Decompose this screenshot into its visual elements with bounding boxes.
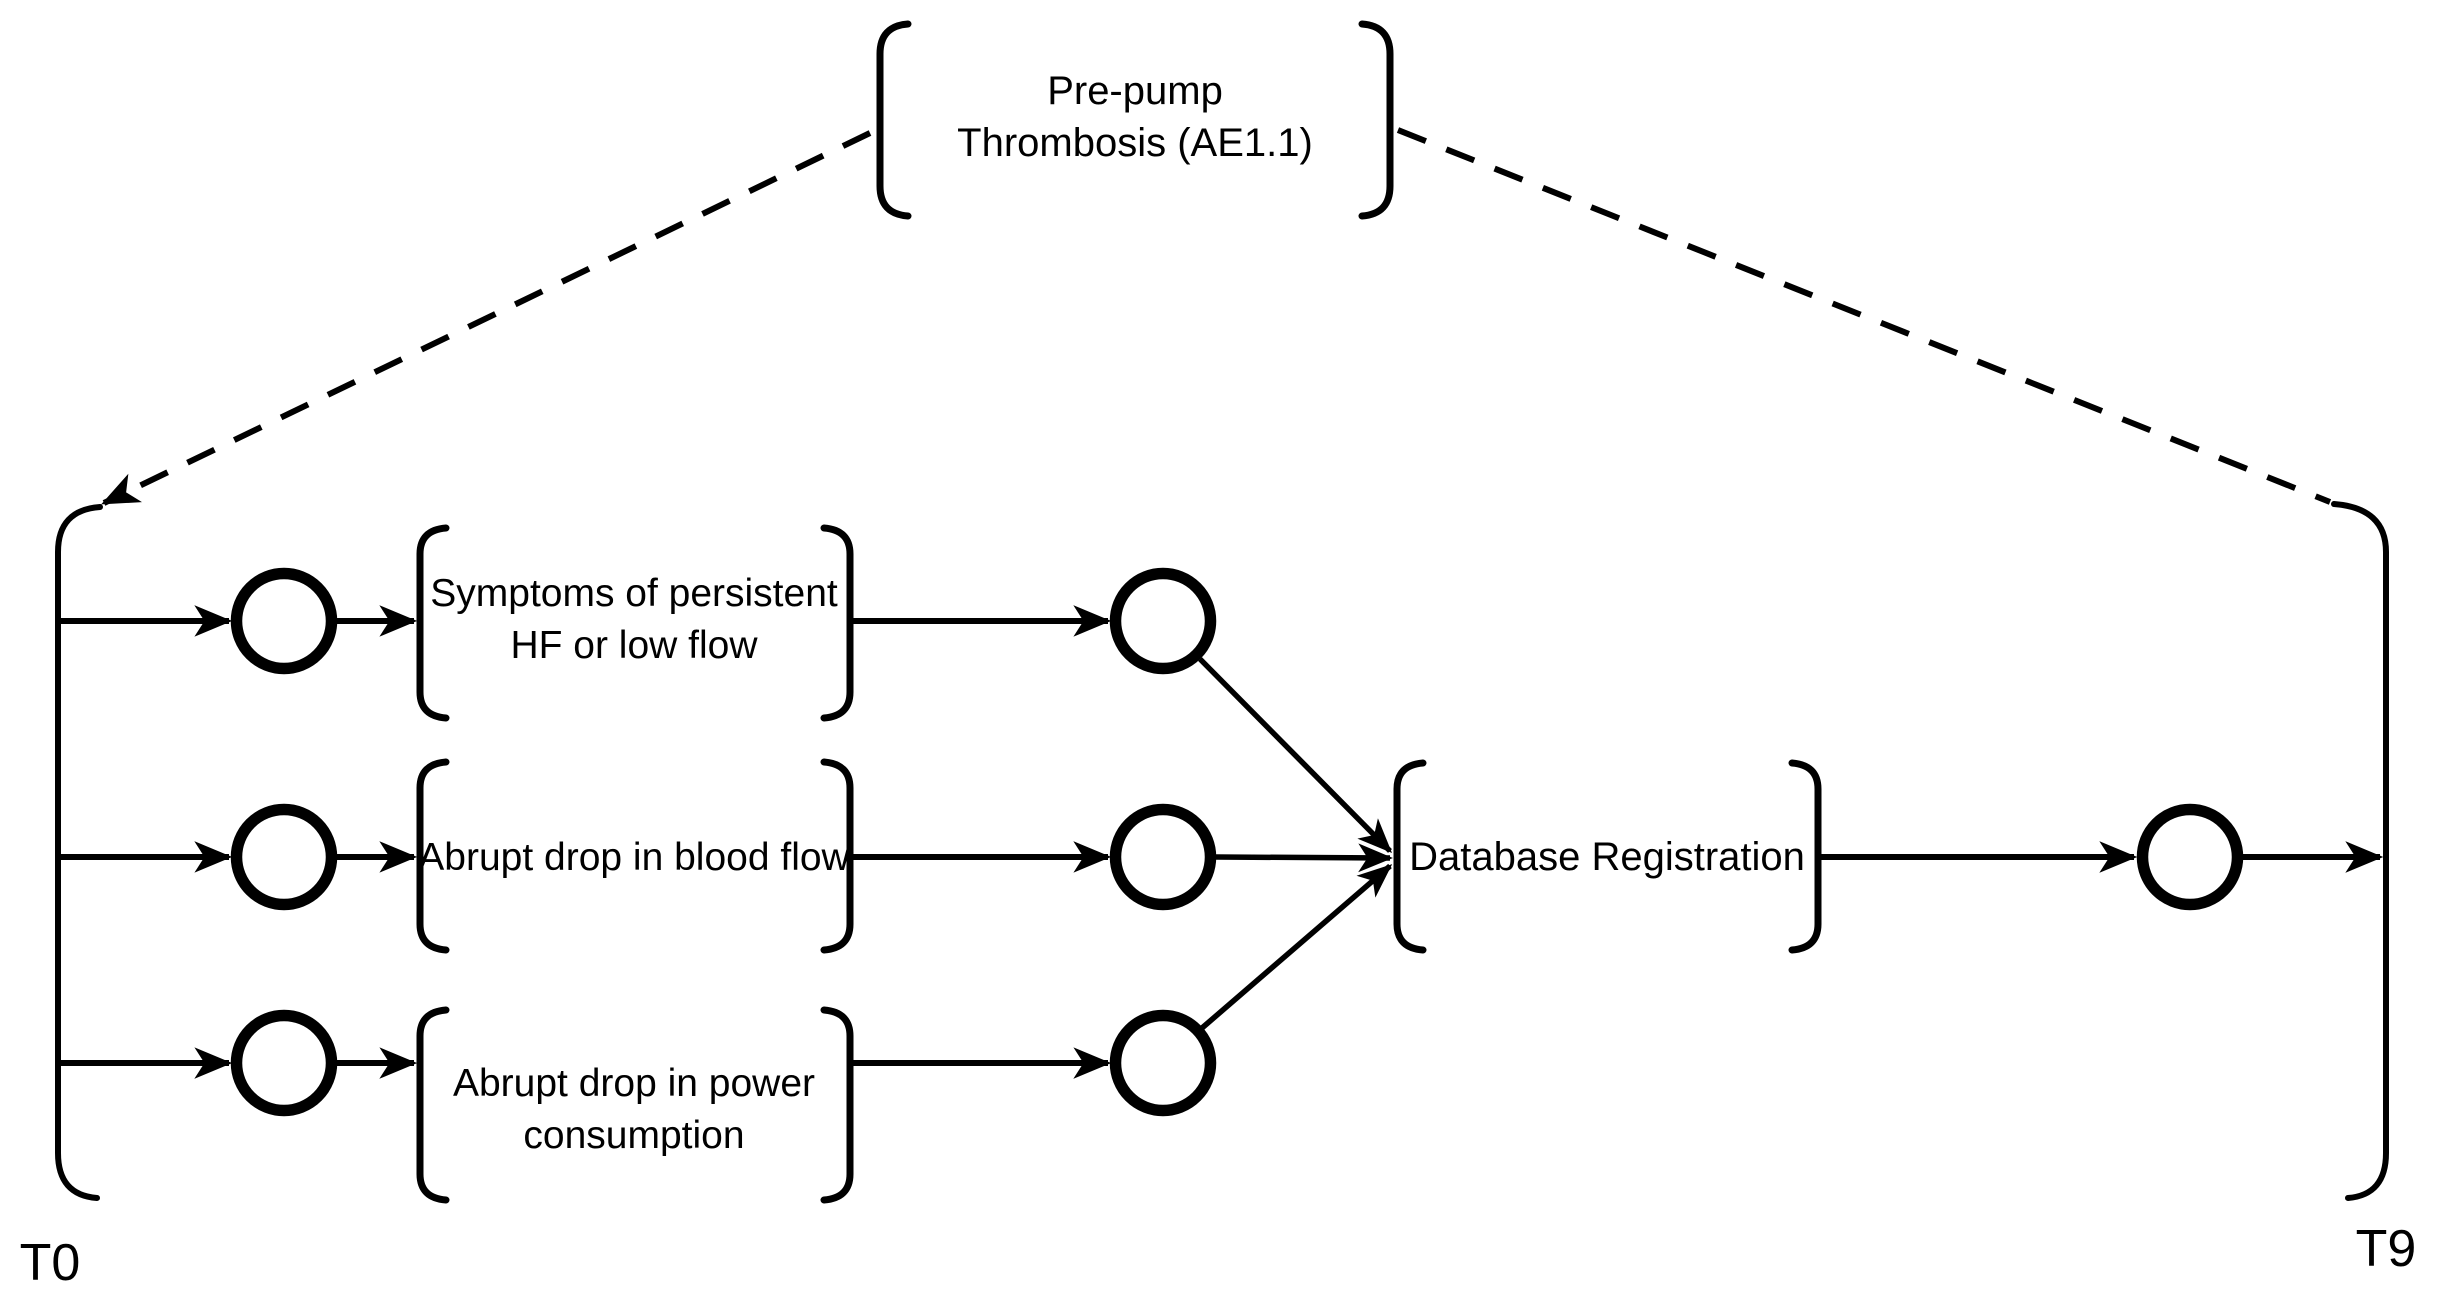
timeline-end-label: T9 [2356, 1220, 2417, 1278]
merge-arrow [1215, 843, 1393, 873]
post-event-state-circle [1109, 1009, 1217, 1117]
timeline-bracket-left [55, 504, 103, 1201]
registration-bracket-right [1788, 759, 1822, 954]
event-label-line2: consumption [523, 1114, 744, 1157]
event-bracket-left [416, 524, 450, 722]
branch-power-consumption: Abrupt drop in power consumption [58, 863, 1393, 1204]
merge-arrow [1198, 657, 1393, 854]
event-bracket-right [820, 524, 854, 722]
timeline-start-label: T0 [20, 1234, 81, 1292]
event-bracket-left [416, 1006, 450, 1204]
event-bracket-right [820, 758, 854, 954]
state-circle [230, 803, 338, 911]
registration-label: Database Registration [1409, 835, 1805, 879]
final-state-circle [2136, 803, 2244, 911]
dashed-connector-right [1396, 127, 2332, 505]
registration-node: Database Registration [1393, 759, 1822, 954]
timeline-bracket-right [2331, 501, 2389, 1201]
event-label-line2: HF or low flow [510, 624, 758, 667]
phase-label-line2: Thrombosis (AE1.1) [957, 121, 1313, 165]
phase-bracket-right [1358, 20, 1394, 220]
post-event-state-circle [1109, 803, 1217, 911]
event-bracket-left [416, 758, 450, 954]
phase-bracket-left [876, 20, 912, 220]
event-label-line1: Abrupt drop in blood flow [418, 836, 850, 879]
event-label-line1: Symptoms of persistent [430, 572, 838, 615]
merge-arrow [1200, 863, 1393, 1031]
state-circle [230, 1009, 338, 1117]
dashed-connector-left [101, 130, 872, 506]
event-bracket-right [820, 1006, 854, 1204]
branch-blood-flow: Abrupt drop in blood flow [58, 758, 1393, 954]
state-circle [230, 567, 338, 675]
event-label-line1: Abrupt drop in power [453, 1062, 815, 1105]
phase-label-line1: Pre-pump [1047, 69, 1223, 113]
phase-node-pre-pump-thrombosis: Pre-pump Thrombosis (AE1.1) [876, 20, 1394, 220]
branch-symptoms-hf-low-flow: Symptoms of persistent HF or low flow [58, 524, 1393, 854]
post-event-state-circle [1109, 567, 1217, 675]
registration-bracket-left [1393, 759, 1427, 954]
